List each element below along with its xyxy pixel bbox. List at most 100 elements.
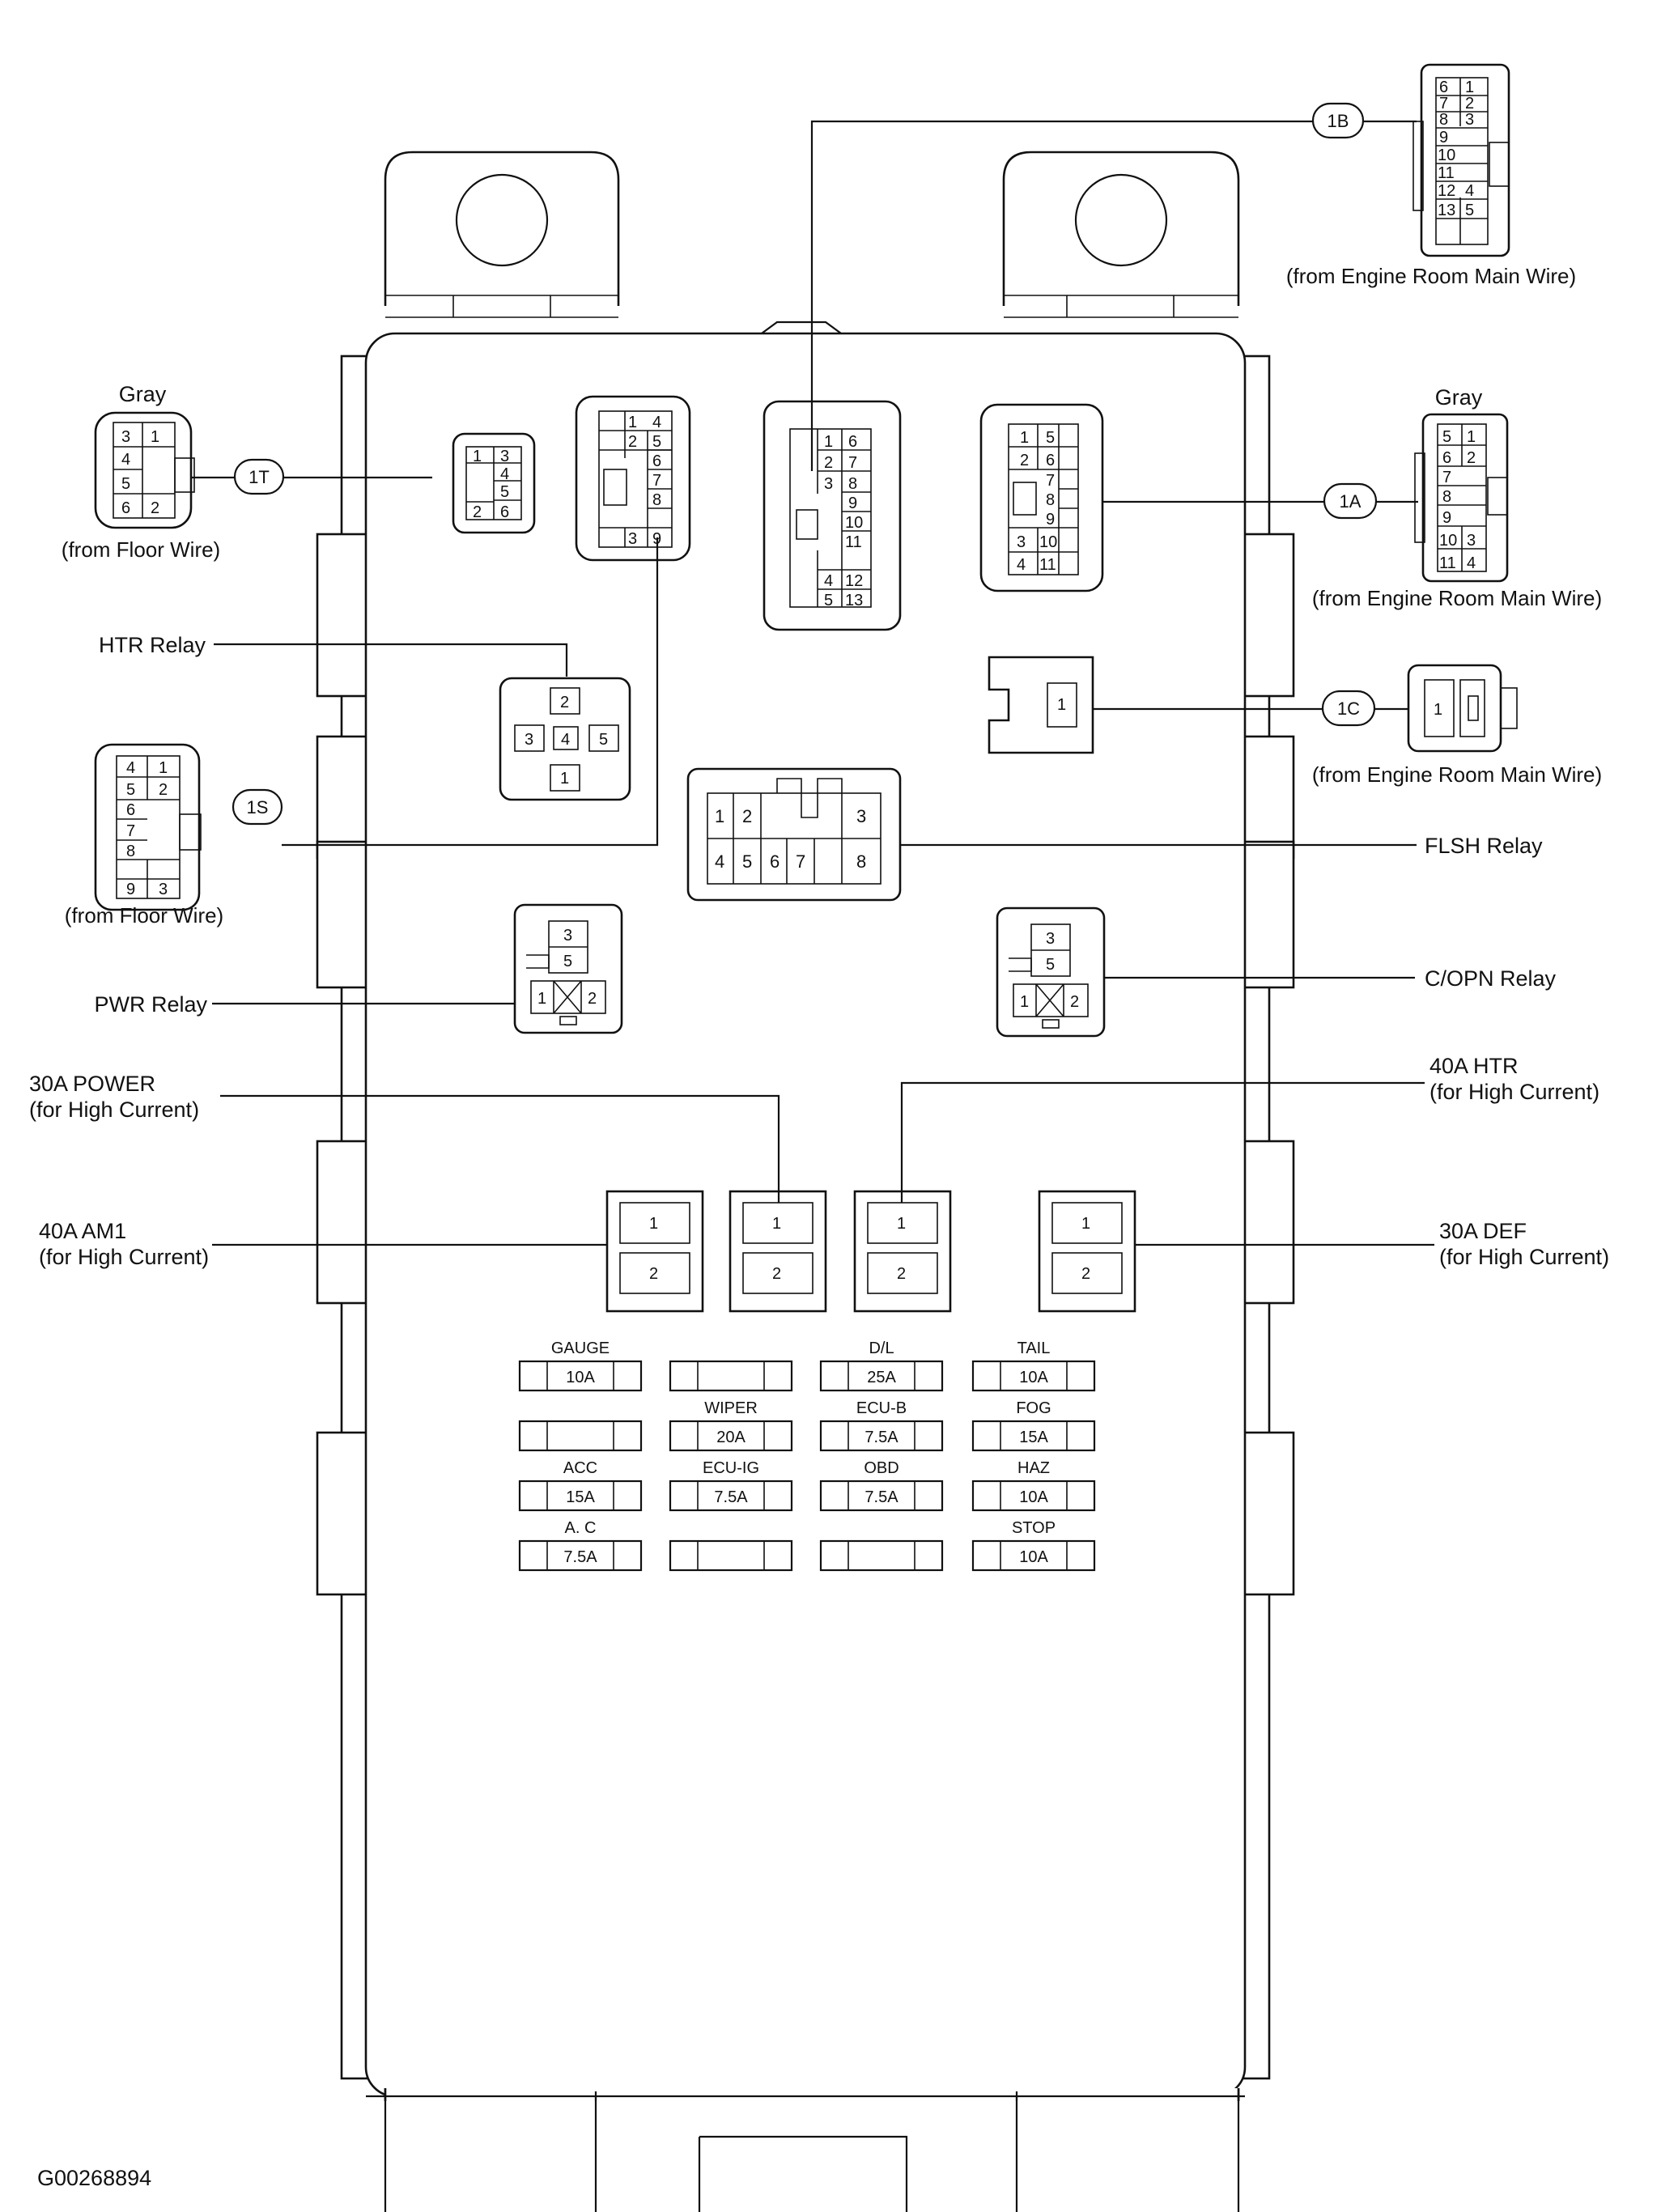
diagram-code: G00268894 bbox=[37, 2166, 151, 2190]
svg-text:6: 6 bbox=[652, 452, 661, 470]
svg-text:9: 9 bbox=[126, 881, 135, 898]
fuse-rating: 10A bbox=[1019, 1369, 1048, 1386]
svg-text:5: 5 bbox=[1465, 202, 1474, 219]
svg-text:10: 10 bbox=[1439, 532, 1457, 550]
fusible-link-def-line2: (for High Current) bbox=[1439, 1245, 1609, 1269]
fusible-link-htr-socket: 12 bbox=[853, 1190, 952, 1313]
svg-text:11: 11 bbox=[1439, 554, 1456, 572]
connector-1t-caption: (from Floor Wire) bbox=[62, 537, 220, 562]
fuse-body bbox=[1000, 1480, 1068, 1511]
svg-text:2: 2 bbox=[628, 433, 637, 451]
svg-text:11: 11 bbox=[1039, 556, 1056, 574]
connector-1b-caption: (from Engine Room Main Wire) bbox=[1286, 264, 1576, 288]
svg-text:4: 4 bbox=[652, 414, 661, 431]
fuse-body bbox=[847, 1420, 915, 1451]
svg-text:1: 1 bbox=[649, 1215, 658, 1233]
svg-text:5: 5 bbox=[126, 781, 135, 799]
svg-text:3: 3 bbox=[500, 448, 509, 465]
svg-text:2: 2 bbox=[742, 806, 752, 826]
connector-1c-label: 1C bbox=[1337, 698, 1360, 719]
svg-text:1: 1 bbox=[560, 770, 569, 788]
svg-text:3: 3 bbox=[1465, 111, 1474, 129]
fuse-rating: 15A bbox=[1019, 1429, 1048, 1446]
fuse-rating: 10A bbox=[566, 1369, 595, 1386]
fuse-rating: 7.5A bbox=[714, 1488, 748, 1506]
svg-text:5: 5 bbox=[1046, 429, 1055, 447]
svg-text:4: 4 bbox=[1467, 554, 1476, 572]
svg-text:3: 3 bbox=[159, 881, 168, 898]
svg-text:5: 5 bbox=[824, 592, 833, 609]
svg-text:9: 9 bbox=[1439, 129, 1448, 146]
fuse-rating: 10A bbox=[1019, 1548, 1048, 1566]
fuse-name: HAZ bbox=[1017, 1459, 1050, 1477]
svg-text:3: 3 bbox=[1467, 532, 1476, 550]
svg-text:4: 4 bbox=[715, 851, 724, 872]
fuse-slot bbox=[669, 1539, 793, 1572]
fusible-link-def-socket: 12 bbox=[1038, 1190, 1136, 1313]
fuse-body bbox=[1000, 1540, 1068, 1571]
svg-text:1: 1 bbox=[1020, 993, 1029, 1011]
svg-text:2: 2 bbox=[1465, 95, 1474, 113]
svg-text:4: 4 bbox=[500, 465, 509, 483]
svg-text:2: 2 bbox=[772, 1265, 781, 1283]
svg-text:1: 1 bbox=[1465, 79, 1474, 96]
fuse-rating: 25A bbox=[867, 1369, 896, 1386]
svg-text:6: 6 bbox=[121, 499, 130, 517]
svg-text:6: 6 bbox=[1442, 449, 1451, 467]
svg-text:5: 5 bbox=[563, 953, 572, 970]
svg-text:8: 8 bbox=[126, 843, 135, 860]
svg-text:8: 8 bbox=[1439, 111, 1448, 129]
svg-text:1: 1 bbox=[151, 428, 159, 446]
svg-text:1: 1 bbox=[715, 806, 724, 826]
svg-text:4: 4 bbox=[126, 759, 135, 777]
svg-text:2: 2 bbox=[824, 454, 833, 472]
connector-1c-caption: (from Engine Room Main Wire) bbox=[1312, 762, 1602, 787]
fuse-body bbox=[697, 1361, 765, 1391]
fuse-name: FOG bbox=[1016, 1399, 1051, 1417]
svg-text:13: 13 bbox=[1438, 202, 1455, 219]
svg-text:5: 5 bbox=[599, 731, 608, 749]
svg-text:8: 8 bbox=[652, 491, 661, 509]
svg-text:3: 3 bbox=[1046, 930, 1055, 948]
svg-text:3: 3 bbox=[121, 428, 130, 446]
connector-1b-code: 1B bbox=[1311, 102, 1365, 139]
socket-1c: 1 bbox=[988, 656, 1094, 754]
fuse-slot: 10A TAIL bbox=[971, 1340, 1096, 1392]
fuse-name: OBD bbox=[864, 1459, 898, 1477]
svg-text:3: 3 bbox=[628, 530, 637, 548]
copn-relay-label: C/OPN Relay bbox=[1425, 966, 1557, 991]
svg-text:1: 1 bbox=[537, 990, 546, 1008]
connector-1c-code: 1C bbox=[1321, 690, 1376, 727]
fuse-name: ACC bbox=[563, 1459, 597, 1477]
svg-text:11: 11 bbox=[1438, 164, 1455, 182]
svg-text:6: 6 bbox=[500, 503, 509, 521]
svg-text:10: 10 bbox=[1438, 146, 1455, 164]
fusible-link-htr-line1: 40A HTR bbox=[1429, 1054, 1519, 1078]
svg-text:13: 13 bbox=[845, 592, 863, 609]
connector-1a-label: 1A bbox=[1340, 491, 1362, 512]
fuse-name: TAIL bbox=[1017, 1340, 1051, 1357]
svg-text:2: 2 bbox=[1020, 452, 1029, 469]
connector-1s-label: 1S bbox=[247, 797, 269, 817]
svg-text:6: 6 bbox=[126, 801, 135, 819]
svg-text:7: 7 bbox=[1442, 469, 1451, 486]
svg-text:6: 6 bbox=[1439, 79, 1448, 96]
svg-text:5: 5 bbox=[121, 475, 130, 493]
svg-text:1: 1 bbox=[897, 1215, 906, 1233]
connector-1c: 1 bbox=[1407, 664, 1518, 753]
connector-1s-caption: (from Floor Wire) bbox=[65, 903, 223, 928]
svg-text:3: 3 bbox=[525, 731, 533, 749]
connector-1t-color: Gray bbox=[119, 382, 167, 406]
fuse-rating: 20A bbox=[716, 1429, 746, 1446]
svg-text:9: 9 bbox=[848, 495, 857, 512]
fusible-link-am1-line2: (for High Current) bbox=[39, 1245, 209, 1269]
svg-text:7: 7 bbox=[1439, 95, 1448, 113]
fuse-body bbox=[546, 1540, 614, 1571]
fuse-slot bbox=[518, 1420, 643, 1452]
